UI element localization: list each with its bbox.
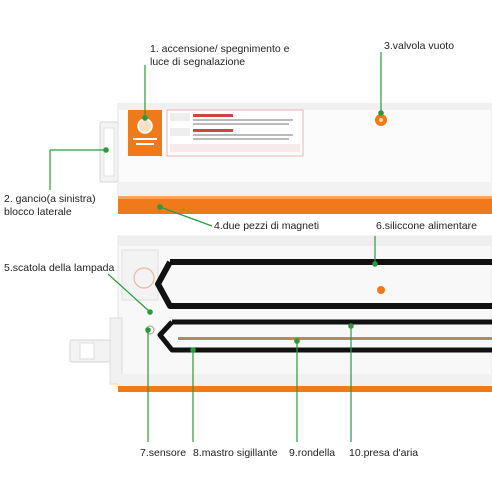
inner-valve: [377, 286, 385, 294]
sealer-lid: [100, 104, 492, 214]
label-washer: 9.rondella: [289, 447, 335, 460]
label-magnets: 4.due pezzi di magneti: [214, 220, 319, 233]
label-sealing-master: 8.mastro sigillante: [193, 447, 278, 460]
label-sensor: 7.sensore: [140, 447, 186, 460]
power-icon: [138, 119, 152, 133]
sealing-strip: [178, 337, 492, 340]
label-power-line1: 1. accensione/ spegnimento e: [150, 43, 290, 56]
label-power-line2: luce di segnalazione: [150, 56, 245, 69]
label-hook-line2: blocco laterale: [4, 206, 72, 219]
label-lamp-box: 5.scatola della lampada: [4, 262, 114, 275]
label-silicone: 6.siliccone alimentare: [376, 220, 477, 233]
label-vacuum-valve: 3.valvola vuoto: [384, 40, 454, 53]
base-orange-stripe: [118, 386, 492, 392]
label-air-intake: 10.presa d'aria: [349, 447, 418, 460]
label-hook-line1: 2. gancio(a sinistra): [4, 193, 96, 206]
sealer-base: [70, 236, 492, 392]
